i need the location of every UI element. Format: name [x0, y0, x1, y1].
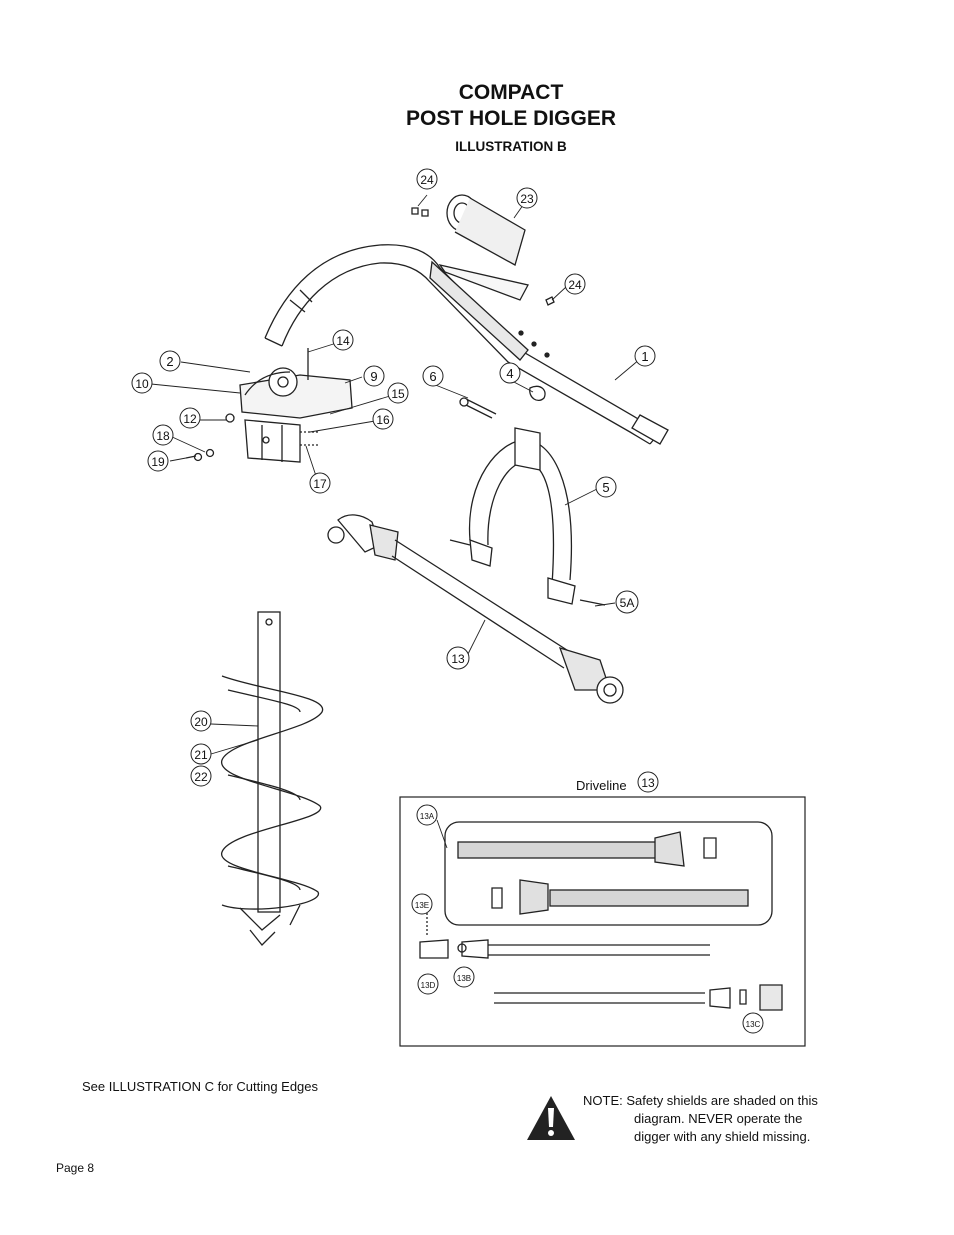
svg-text:22: 22: [194, 770, 208, 784]
callout-24-right: 24: [564, 273, 586, 295]
callout-21: 21: [190, 743, 212, 765]
callout-10: 10: [131, 372, 153, 394]
svg-text:13: 13: [641, 776, 655, 790]
callout-5: 5: [595, 476, 617, 498]
svg-text:18: 18: [156, 429, 170, 443]
svg-text:1: 1: [641, 349, 648, 364]
callout-18: 18: [152, 424, 174, 446]
callout-13d: 13D: [417, 973, 439, 995]
svg-text:4: 4: [506, 366, 513, 381]
callout-12: 12: [179, 407, 201, 429]
hitch-frame: [449, 427, 606, 606]
callout-13a: 13A: [416, 804, 438, 826]
safety-note-line-3: digger with any shield missing.: [634, 1129, 811, 1144]
boom-arm: [264, 244, 669, 445]
callout-5a: 5A: [615, 590, 639, 614]
callout-15: 15: [387, 382, 409, 404]
callout-16: 16: [372, 408, 394, 430]
callout-19: 19: [147, 450, 169, 472]
svg-text:5A: 5A: [620, 596, 635, 610]
auger: [221, 611, 324, 946]
title-line-1: COMPACT: [458, 81, 564, 104]
callout-6: 6: [422, 365, 444, 387]
driveline-main: [327, 514, 624, 704]
page-number: Page 8: [56, 1161, 95, 1175]
callout-9: 9: [363, 365, 385, 387]
svg-text:16: 16: [376, 413, 390, 427]
callout-13b: 13B: [453, 966, 475, 988]
svg-text:13A: 13A: [420, 812, 435, 821]
svg-text:23: 23: [520, 192, 534, 206]
svg-text:13E: 13E: [415, 901, 429, 910]
title-line-2: POST HOLE DIGGER: [405, 107, 617, 130]
callout-17: 17: [309, 472, 331, 494]
safety-note: NOTE: Safety shields are shaded on this …: [583, 1092, 883, 1146]
callout-22: 22: [190, 765, 212, 787]
svg-text:19: 19: [151, 455, 165, 469]
svg-text:9: 9: [370, 369, 377, 384]
callout-4: 4: [499, 362, 521, 384]
callout-13: 13: [446, 646, 470, 670]
callout-1: 1: [634, 345, 656, 367]
callout-23: 23: [516, 187, 538, 209]
safety-note-line-2: diagram. NEVER operate the: [634, 1111, 803, 1126]
svg-text:13B: 13B: [457, 974, 471, 983]
driveline-title: Driveline: [576, 778, 627, 793]
callout-20: 20: [190, 710, 212, 732]
callout-2: 2: [159, 350, 181, 372]
svg-text:13: 13: [451, 652, 465, 666]
svg-text:13D: 13D: [421, 981, 436, 990]
callout-24-top: 24: [416, 168, 438, 190]
svg-text:6: 6: [429, 369, 436, 384]
driveline-title-callout: 13: [637, 771, 659, 793]
illustration-subtitle: ILLUSTRATION B: [455, 139, 567, 154]
callout-13c: 13C: [742, 1012, 764, 1034]
svg-text:14: 14: [336, 334, 350, 348]
callout-14: 14: [332, 329, 354, 351]
safety-note-line-1: NOTE: Safety shields are shaded on this: [583, 1093, 818, 1108]
svg-text:5: 5: [602, 480, 609, 495]
svg-text:24: 24: [420, 173, 434, 187]
callout-13e: 13E: [411, 893, 433, 915]
svg-text:17: 17: [313, 477, 327, 491]
pto-shield: [438, 194, 529, 301]
svg-text:2: 2: [166, 354, 173, 369]
warning-triangle-icon: [527, 1096, 575, 1140]
svg-text:13C: 13C: [746, 1020, 761, 1029]
svg-text:20: 20: [194, 715, 208, 729]
svg-text:12: 12: [183, 412, 197, 426]
svg-text:15: 15: [391, 387, 405, 401]
svg-text:24: 24: [568, 278, 582, 292]
svg-text:10: 10: [135, 377, 149, 391]
cutting-edges-note: See ILLUSTRATION C for Cutting Edges: [82, 1079, 319, 1094]
gearbox: [239, 348, 353, 463]
svg-text:21: 21: [194, 748, 208, 762]
